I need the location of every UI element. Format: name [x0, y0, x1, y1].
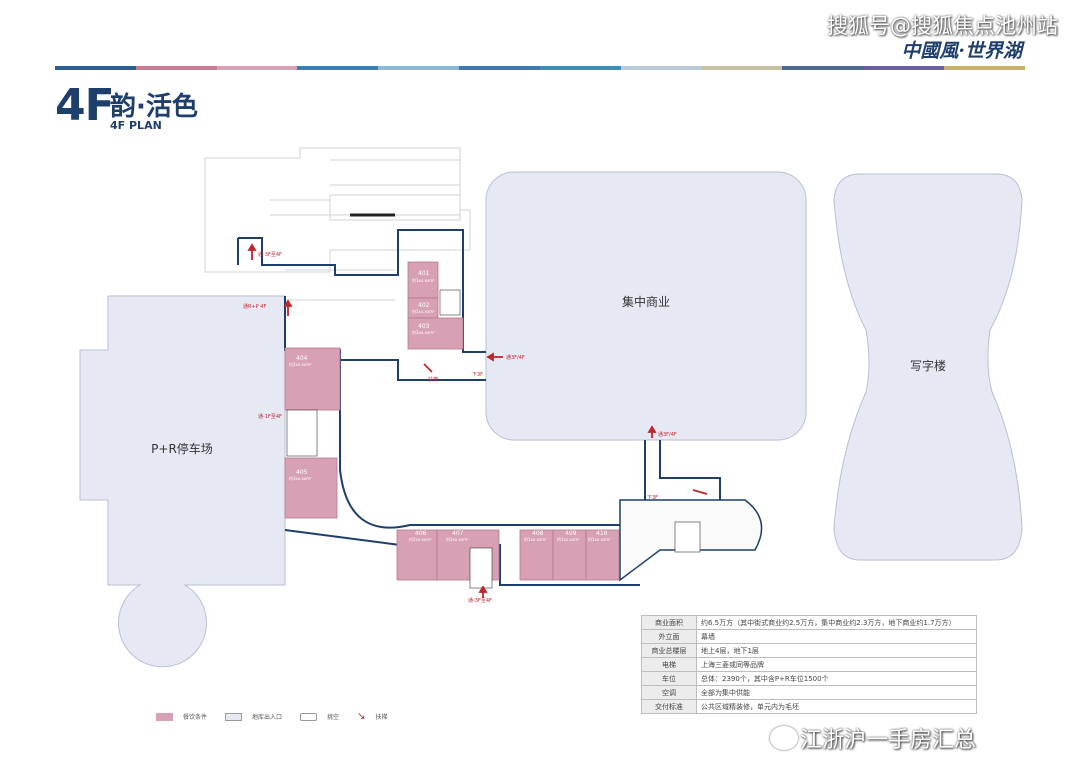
wechat-icon: [770, 726, 798, 750]
unit-area: 约2xx.xxm²: [446, 536, 469, 542]
table-value: 上海三菱或同等品牌: [696, 657, 977, 672]
table-row: 交付标准公共区域精装修，单元内为毛坯: [641, 699, 977, 714]
table-row: 电梯上海三菱或同等品牌: [641, 657, 977, 672]
table-row: 商业面积约6.5万方（其中街式商业约2.5万方，集中商业约2.3万方，地下商业约…: [641, 615, 977, 630]
connector-label: 通-3F至4F: [258, 251, 282, 258]
legend: 餐饮条件 地库出入口 挑空 ↘ 扶梯: [156, 711, 405, 722]
strip-segment: [216, 66, 298, 70]
pink-swatch-icon: [156, 712, 173, 721]
info-table: 商业面积约6.5万方（其中街式商业约2.5万方，集中商业约2.3万方，地下商业约…: [641, 615, 977, 714]
unit-ids: 401 402 403 404 405 406 407 408 409 410: [296, 270, 608, 537]
table-key: 电梯: [641, 657, 697, 672]
connector-label: 通3F/4F: [506, 354, 525, 361]
dining-units: [284, 261, 620, 581]
table-value: 地上4层，地下1层: [696, 643, 977, 658]
floor-name: 韵·活色: [110, 92, 198, 122]
header-color-strip: [55, 66, 1025, 70]
unit-area: 约1xx.xxm²: [412, 308, 435, 314]
legend-item-escalator: ↘ 扶梯: [357, 711, 387, 722]
strip-segment: [135, 66, 217, 70]
brand-logo-text: 中國風·世界湖: [901, 40, 1022, 62]
strip-segment: [701, 66, 783, 70]
background-outline: [204, 147, 471, 301]
unit-label: 407: [452, 530, 464, 537]
unit-label: 410: [596, 530, 608, 537]
connector-label: 下3F: [472, 372, 483, 378]
table-key: 商业总楼层: [641, 643, 697, 658]
connector-label: 扶梯: [428, 376, 438, 383]
legend-item-void: 挑空: [300, 712, 339, 721]
unit-label: 409: [565, 530, 577, 537]
office-building: [833, 173, 1023, 561]
table-key: 商业面积: [641, 615, 697, 630]
strip-segment: [944, 66, 1025, 70]
escalator-arrow-icon: ↘: [357, 711, 366, 722]
floor-subtitle: 4F PLAN: [110, 119, 162, 132]
watermark-bottom: 江浙沪一手房汇总: [800, 728, 977, 753]
strip-segment: [539, 66, 621, 70]
table-row: 空调全部为集中供能: [641, 685, 977, 700]
strip-segment: [620, 66, 702, 70]
unit-label: 401: [418, 270, 430, 277]
unit-area: 约2xx.xxm²: [289, 361, 312, 367]
connector-label: 通R+P 4F: [243, 303, 266, 310]
table-key: 外立面: [641, 629, 697, 644]
unit-area: 约3xx.xxm²: [289, 475, 312, 481]
connector-label: 通3F/4F: [658, 431, 677, 438]
unit-label: 405: [296, 469, 308, 476]
table-value: 全部为集中供能: [696, 685, 977, 700]
core-boxes: [286, 289, 701, 589]
unit-area: 约2xx.xxm²: [409, 536, 432, 542]
legend-item-dining: 餐饮条件: [156, 712, 207, 721]
table-value: 约6.5万方（其中街式商业约2.5万方，集中商业约2.3万方，地下商业约1.7万…: [696, 615, 977, 630]
zone-label-parking: P+R停车场: [151, 441, 213, 456]
unit-label: 406: [415, 530, 427, 537]
void-outline-icon: [300, 712, 318, 721]
legend-item-garage-entry: 地库出入口: [225, 712, 282, 721]
strip-segment: [782, 66, 864, 70]
grey-box-icon: [225, 712, 243, 721]
connector-label: 通-3F至4F: [468, 597, 492, 604]
legend-label: 挑空: [327, 714, 340, 721]
table-key: 交付标准: [641, 699, 697, 714]
connector-label: 通-1F至4F: [258, 413, 282, 420]
table-value: 幕墙: [696, 629, 977, 644]
strip-segment: [297, 66, 379, 70]
unit-area: 约1xx.xxm²: [557, 536, 580, 542]
unit-area: 约1xx.xxm²: [524, 536, 547, 542]
connector-arrows: [247, 243, 708, 598]
unit-label: 408: [532, 530, 544, 537]
table-value: 总体：2390个，其中含P+R车位1500个: [696, 671, 977, 686]
table-row: 外立面幕墙: [641, 629, 977, 644]
table-row: 车位总体：2390个，其中含P+R车位1500个: [641, 671, 977, 686]
unit-area: 约1xx.xxm²: [412, 277, 435, 283]
connector-label: 下3F: [647, 495, 658, 501]
unit-label: 403: [418, 323, 430, 330]
zone-label-office: 写字楼: [910, 358, 946, 373]
strip-segment: [55, 66, 136, 70]
unit-areas: 约1xx.xxm² 约1xx.xxm² 约2xx.xxm² 约2xx.xxm² …: [289, 277, 611, 542]
connector-labels: 通-3F至4F 通R+P 4F 通3F/4F 下3F 通-1F至4F 通3F/4…: [243, 251, 677, 604]
watermark-top: 搜狐号@搜狐焦点池州站: [827, 14, 1058, 38]
table-key: 空调: [641, 685, 697, 700]
strip-segment: [459, 66, 540, 70]
table-key: 车位: [641, 671, 697, 686]
table-row: 商业总楼层地上4层，地下1层: [641, 643, 977, 658]
unit-area: 约2xx.xxm²: [412, 329, 435, 335]
unit-label: 402: [418, 302, 430, 309]
parking-building: [79, 295, 286, 668]
legend-label: 餐饮条件: [183, 714, 208, 721]
table-value: 公共区域精装修，单元内为毛坯: [696, 699, 977, 714]
strip-segment: [378, 66, 460, 70]
floor-number: 4F: [55, 80, 115, 131]
unit-area: 约1xx.xxm²: [588, 536, 611, 542]
legend-label: 扶梯: [375, 714, 388, 721]
zone-label-central: 集中商业: [622, 294, 670, 309]
legend-label: 地库出入口: [252, 714, 283, 721]
strip-segment: [863, 66, 945, 70]
unit-label: 404: [296, 355, 308, 362]
